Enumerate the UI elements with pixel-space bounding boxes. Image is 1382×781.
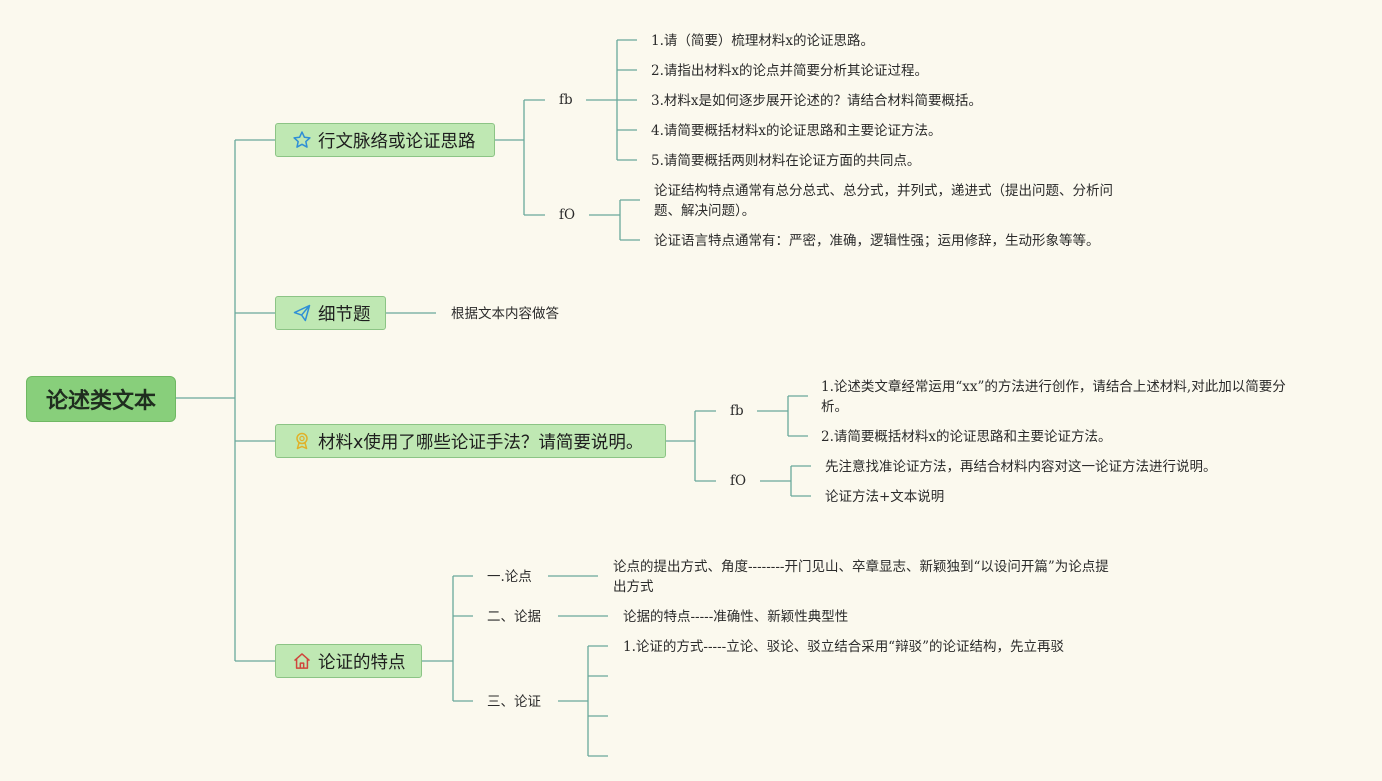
topic-detail-question[interactable]: 细节题 [275, 296, 386, 330]
star-icon [292, 130, 312, 150]
list-item: 论据的特点-----准确性、新颖性典型性 [623, 609, 849, 625]
list-item: 论证方法+文本说明 [825, 489, 945, 505]
branch-label-evidence: 二、论据 [487, 609, 541, 625]
paper-plane-icon [292, 303, 312, 323]
list-item: 1.请（简要）梳理材料x的论证思路。 [651, 33, 874, 49]
root-topic[interactable]: 论述类文本 [26, 376, 176, 422]
list-item: 1.论证的方式-----立论、驳论、驳立结合采用“辩驳”的论证结构，先立再驳 [623, 639, 1064, 655]
branch-label-fo: fO [730, 473, 747, 489]
topic-label: 论证的特点 [318, 652, 406, 673]
topic-argument-features[interactable]: 论证的特点 [275, 644, 422, 678]
topic-label: 细节题 [318, 304, 371, 325]
topic-argument-methods[interactable]: 材料x使用了哪些论证手法？请简要说明。 [275, 424, 666, 458]
branch-label-thesis: 一.论点 [487, 569, 532, 585]
award-badge-icon [292, 431, 312, 451]
home-icon [292, 651, 312, 671]
list-item: 1.论述类文章经常运用“xx”的方法进行创作，请结合上述材料,对此加以简要分析。 [821, 379, 1286, 415]
branch-label-fo: fO [559, 207, 576, 223]
list-item: 论证语言特点通常有：严密，准确，逻辑性强；运用修辞，生动形象等等。 [654, 233, 1100, 249]
list-item: 2.请简要概括材料x的论证思路和主要论证方法。 [821, 429, 1112, 445]
branch-label-fb: fb [559, 92, 573, 108]
list-item: 论点的提出方式、角度--------开门见山、卒章显志、新颖独到“以设问开篇”为… [613, 559, 1109, 595]
list-item: 2.请指出材料x的论点并简要分析其论证过程。 [651, 63, 928, 79]
list-item: 3.材料x是如何逐步展开论述的？请结合材料简要概括。 [651, 93, 982, 109]
topic-label: 材料x使用了哪些论证手法？请简要说明。 [318, 432, 644, 453]
list-item: 4.请简要概括材料x的论证思路和主要论证方法。 [651, 123, 942, 139]
topic-label: 行文脉络或论证思路 [318, 131, 476, 152]
topic-writing-context[interactable]: 行文脉络或论证思路 [275, 123, 495, 157]
list-item: 根据文本内容做答 [451, 306, 559, 322]
branch-label-fb: fb [730, 403, 744, 419]
list-item: 先注意找准论证方法，再结合材料内容对这一论证方法进行说明。 [825, 459, 1217, 475]
list-item: 5.请简要概括两则材料在论证方面的共同点。 [651, 153, 921, 169]
branch-label-reasoning: 三、论证 [487, 694, 541, 710]
list-item: 论证结构特点通常有总分总式、总分式，并列式，递进式（提出问题、分析问题、解决问题… [654, 183, 1113, 219]
